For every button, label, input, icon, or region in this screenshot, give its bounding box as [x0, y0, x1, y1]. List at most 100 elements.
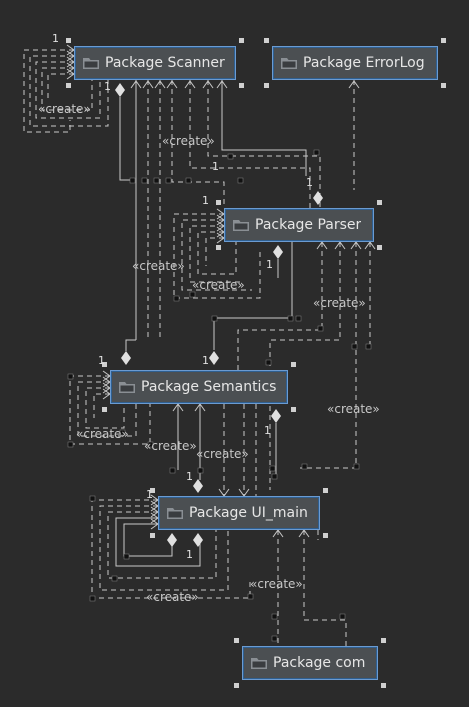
bend-handle-icon[interactable]: [295, 315, 302, 322]
selection-handle-icon[interactable]: [150, 533, 155, 538]
bend-handle-icon[interactable]: [339, 613, 346, 620]
package-semantics[interactable]: Package Semantics: [110, 370, 288, 404]
aggregation-diamond-icon: [193, 533, 203, 547]
bend-handle-icon[interactable]: [365, 343, 372, 350]
package-label: Package ErrorLog: [303, 55, 425, 71]
aggregation-diamond-icon: [167, 533, 177, 547]
association-line: [125, 339, 136, 351]
bend-handle-icon[interactable]: [247, 593, 254, 600]
dependency-line: [197, 231, 237, 275]
bend-handle-icon[interactable]: [153, 177, 160, 184]
selection-handle-icon[interactable]: [291, 362, 296, 367]
dependency-line: [85, 387, 125, 429]
create-label: «create»: [250, 577, 303, 591]
dependency-line: [207, 80, 321, 208]
dependency-line: [41, 67, 93, 111]
selection-handle-icon[interactable]: [234, 683, 239, 688]
selection-handle-icon[interactable]: [150, 488, 155, 493]
package-ui-main[interactable]: Package UI_main: [158, 496, 320, 530]
create-label: «create»: [144, 439, 197, 453]
arrow-head-icon: [216, 80, 228, 89]
bend-handle-icon[interactable]: [317, 325, 324, 332]
bend-handle-icon[interactable]: [269, 465, 276, 472]
bend-handle-icon[interactable]: [237, 177, 244, 184]
arrow-head-icon: [298, 529, 310, 538]
selection-handle-icon[interactable]: [291, 407, 296, 412]
bend-handle-icon[interactable]: [67, 441, 74, 448]
bend-handle-icon[interactable]: [89, 595, 96, 602]
bend-handle-icon[interactable]: [227, 153, 234, 160]
bend-handle-icon[interactable]: [313, 149, 320, 156]
dependency-line: [93, 393, 110, 418]
selection-handle-icon[interactable]: [239, 38, 244, 43]
bend-handle-icon[interactable]: [271, 473, 278, 480]
bend-handle-icon[interactable]: [265, 359, 272, 366]
bend-handle-icon[interactable]: [169, 467, 176, 474]
bend-handle-icon[interactable]: [165, 177, 172, 184]
bend-handle-icon[interactable]: [353, 463, 360, 470]
bend-handle-icon[interactable]: [271, 635, 278, 642]
folder-icon: [167, 508, 183, 519]
package-com[interactable]: Package com: [242, 646, 378, 680]
bend-handle-icon[interactable]: [67, 373, 74, 380]
bend-handle-icon[interactable]: [111, 575, 118, 582]
arrow-head-icon: [154, 80, 166, 89]
package-parser[interactable]: Package Parser: [224, 208, 374, 242]
bend-handle-icon[interactable]: [211, 315, 218, 322]
create-label: «create»: [192, 278, 245, 292]
selection-handle-icon[interactable]: [216, 200, 221, 205]
bend-handle-icon[interactable]: [185, 177, 192, 184]
selection-handle-icon[interactable]: [381, 683, 386, 688]
folder-icon: [281, 58, 297, 69]
arrow-head-icon: [184, 80, 196, 89]
selection-handle-icon[interactable]: [264, 38, 269, 43]
selection-handle-icon[interactable]: [234, 638, 239, 643]
bend-handle-icon[interactable]: [173, 295, 180, 302]
arrow-head-icon: [130, 80, 142, 89]
bend-handle-icon[interactable]: [287, 315, 294, 322]
selection-handle-icon[interactable]: [66, 83, 71, 88]
package-label: Package Scanner: [105, 55, 225, 71]
bend-handle-icon[interactable]: [123, 553, 130, 560]
package-scanner[interactable]: Package Scanner: [74, 46, 236, 80]
selection-handle-icon[interactable]: [102, 407, 107, 412]
selection-handle-icon[interactable]: [216, 245, 221, 250]
folder-icon: [119, 382, 135, 393]
bend-handle-icon[interactable]: [189, 291, 196, 298]
dependency-line: [77, 381, 137, 437]
selection-handle-icon[interactable]: [441, 38, 446, 43]
selection-handle-icon[interactable]: [102, 362, 107, 367]
selection-handle-icon[interactable]: [264, 83, 269, 88]
dependency-line: [181, 219, 252, 291]
create-label: «create»: [196, 447, 249, 461]
selection-handle-icon[interactable]: [377, 245, 382, 250]
bend-handle-icon[interactable]: [147, 441, 154, 448]
create-label: «create»: [327, 402, 380, 416]
folder-icon: [251, 658, 267, 669]
bend-handle-icon[interactable]: [197, 467, 204, 474]
selection-handle-icon[interactable]: [239, 83, 244, 88]
dependency-line: [189, 225, 244, 283]
selection-handle-icon[interactable]: [381, 638, 386, 643]
package-errorlog[interactable]: Package ErrorLog: [272, 46, 438, 80]
bend-handle-icon[interactable]: [129, 177, 136, 184]
arrow-head-icon: [350, 241, 362, 250]
selection-handle-icon[interactable]: [377, 200, 382, 205]
selection-handle-icon[interactable]: [323, 533, 328, 538]
bend-handle-icon[interactable]: [351, 343, 358, 350]
multiplicity-label: 1: [146, 488, 153, 501]
association-line: [119, 97, 130, 181]
selection-handle-icon[interactable]: [441, 83, 446, 88]
multiplicity-label: 1: [212, 160, 219, 173]
bend-handle-icon[interactable]: [301, 463, 308, 470]
bend-handle-icon[interactable]: [119, 429, 126, 436]
bend-handle-icon[interactable]: [271, 613, 278, 620]
create-label: «create»: [76, 427, 129, 441]
bend-handle-icon[interactable]: [141, 177, 148, 184]
selection-handle-icon[interactable]: [323, 488, 328, 493]
bend-handle-icon[interactable]: [89, 495, 96, 502]
association-line: [221, 80, 307, 176]
dependency-line: [99, 505, 229, 591]
arrow-head-icon: [202, 80, 214, 89]
selection-handle-icon[interactable]: [66, 38, 71, 43]
